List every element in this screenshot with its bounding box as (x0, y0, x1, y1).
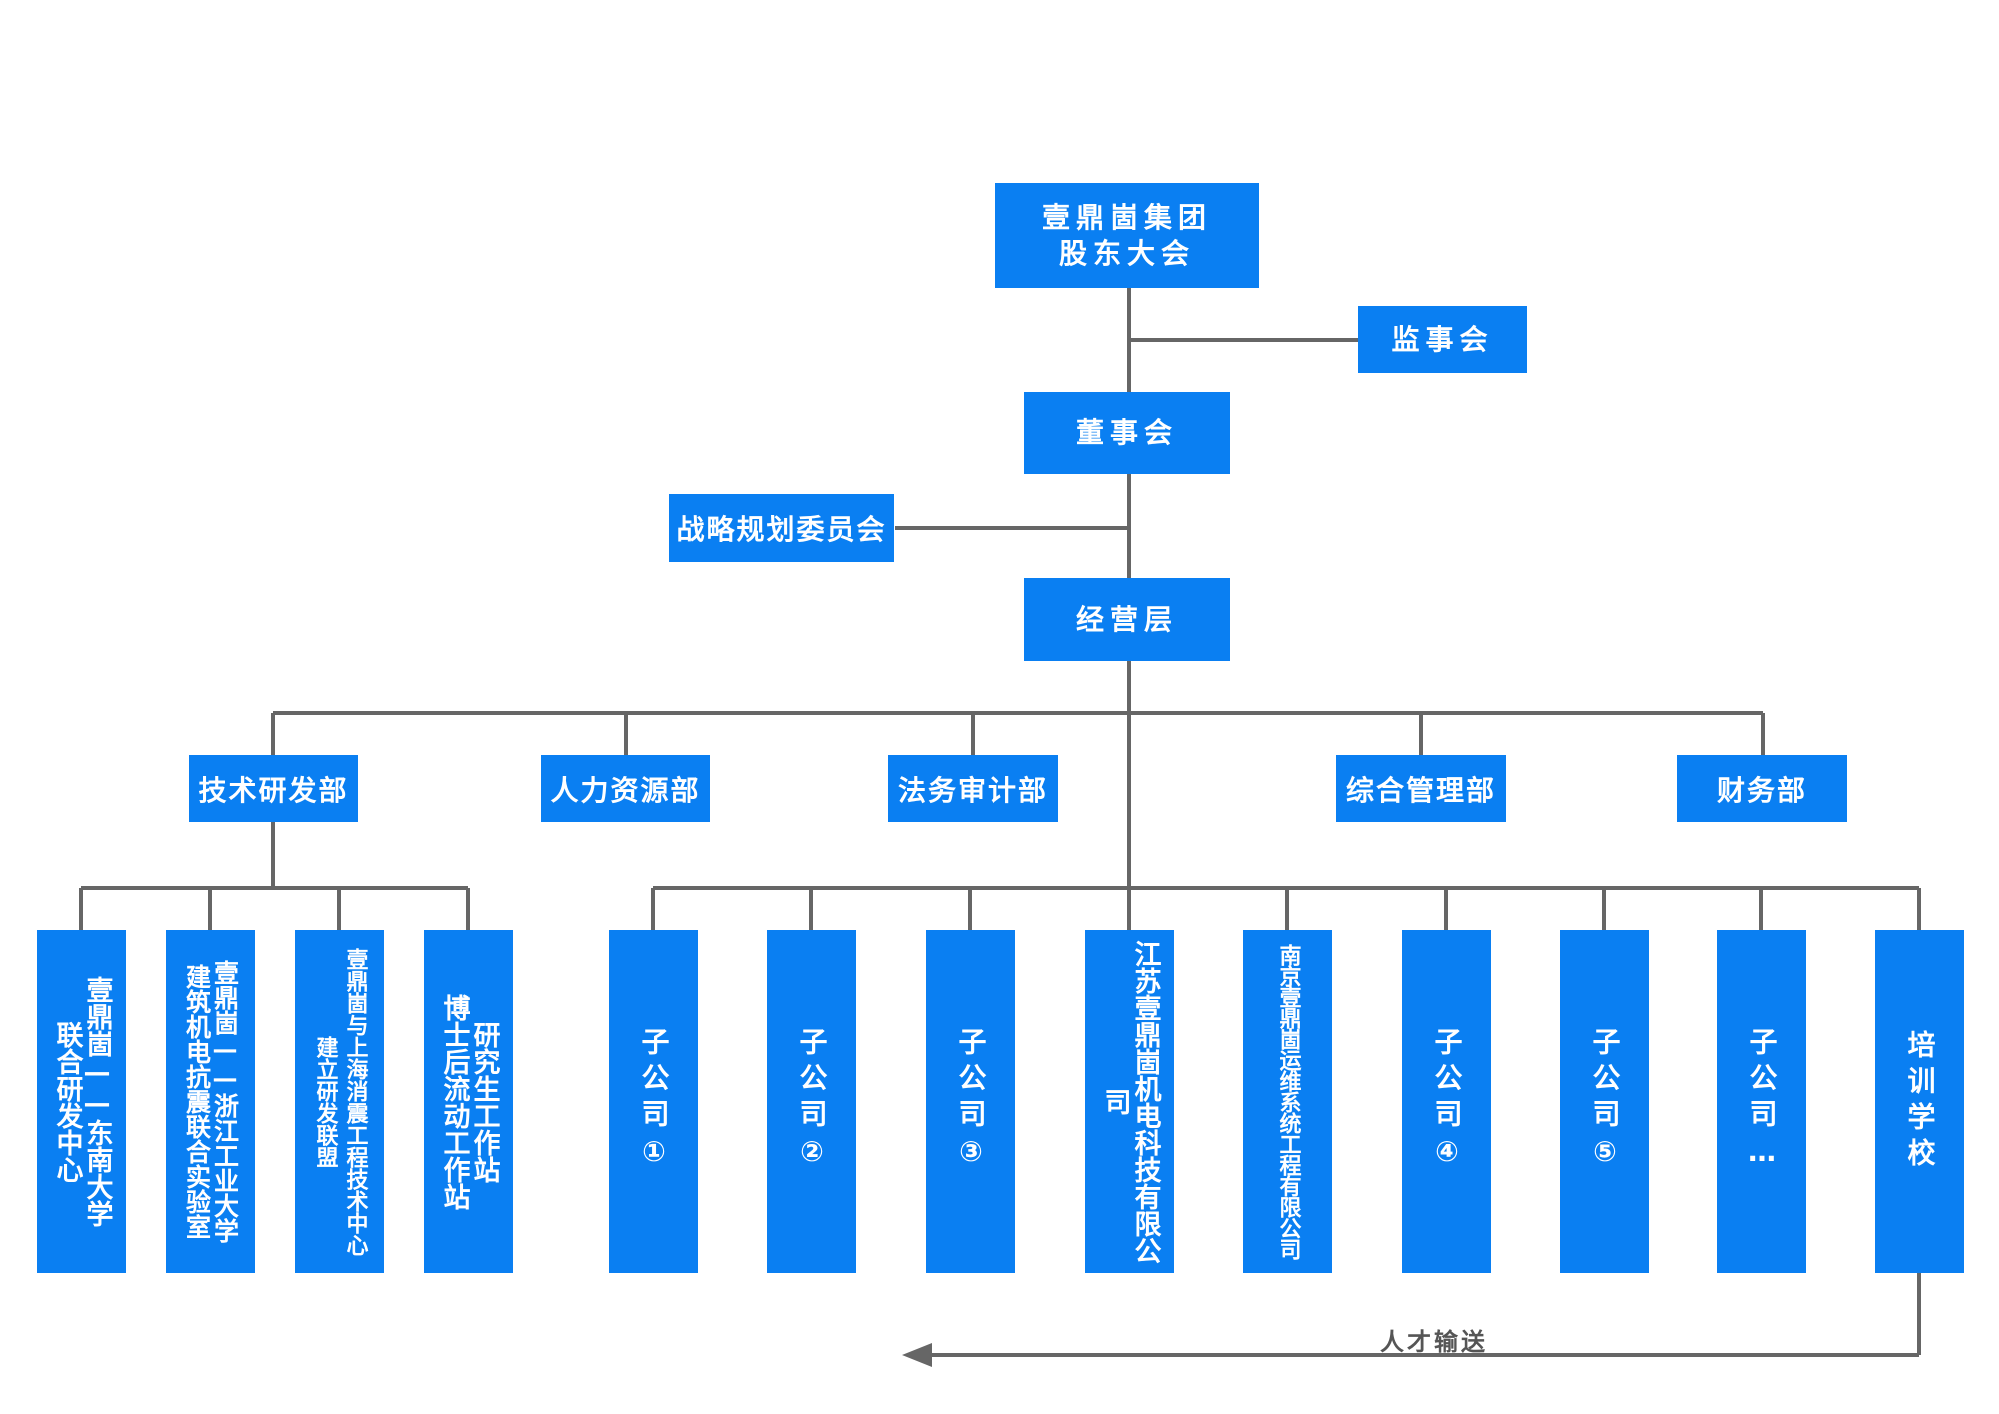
shareholders-meeting-box: 壹鼎崮集团 股东大会 (995, 183, 1259, 288)
talent-flow-label: 人才输送 (1380, 1328, 1488, 1356)
rnd-centre: 壹鼎崮——东南大学 联合研发中心 (37, 930, 126, 1273)
rnd-centre: 壹鼎崮与上海消震工程技术中心 建立研发联盟 (295, 930, 384, 1273)
subsidiary-box: 子公司① (609, 930, 698, 1273)
management-box: 经营层 (1024, 578, 1230, 661)
dept-tech-rnd: 技术研发部 (189, 755, 358, 822)
subsidiary-box: 南京壹鼎崮运维系统工程有限公司 (1243, 930, 1332, 1273)
rnd-centre: 研究生工作站 博士后流动工作站 (424, 930, 513, 1273)
rnd-centre: 壹鼎崮——浙江工业大学 建筑机电抗震联合实验室 (166, 930, 255, 1273)
subsidiary-box: 子公司⑤ (1560, 930, 1649, 1273)
subsidiary-box: 子公司② (767, 930, 856, 1273)
subsidiary-box: 子公司③ (926, 930, 1015, 1273)
supervisors-box: 监事会 (1358, 306, 1527, 373)
subsidiary-box: 子公司④ (1402, 930, 1491, 1273)
subsidiary-box: 江苏壹鼎崮机电科技有限公司 (1085, 930, 1174, 1273)
dept-finance: 财务部 (1677, 755, 1847, 822)
strategy-committee-box: 战略规划委员会 (669, 494, 894, 562)
subsidiary-box: 子公司… (1717, 930, 1806, 1273)
board-box: 董事会 (1024, 392, 1230, 474)
dept-hr: 人力资源部 (541, 755, 710, 822)
talent-flow-arrowhead (902, 1343, 932, 1367)
dept-admin: 综合管理部 (1336, 755, 1506, 822)
dept-legal-audit: 法务审计部 (888, 755, 1058, 822)
training-school-box: 培训学校 (1875, 930, 1964, 1273)
